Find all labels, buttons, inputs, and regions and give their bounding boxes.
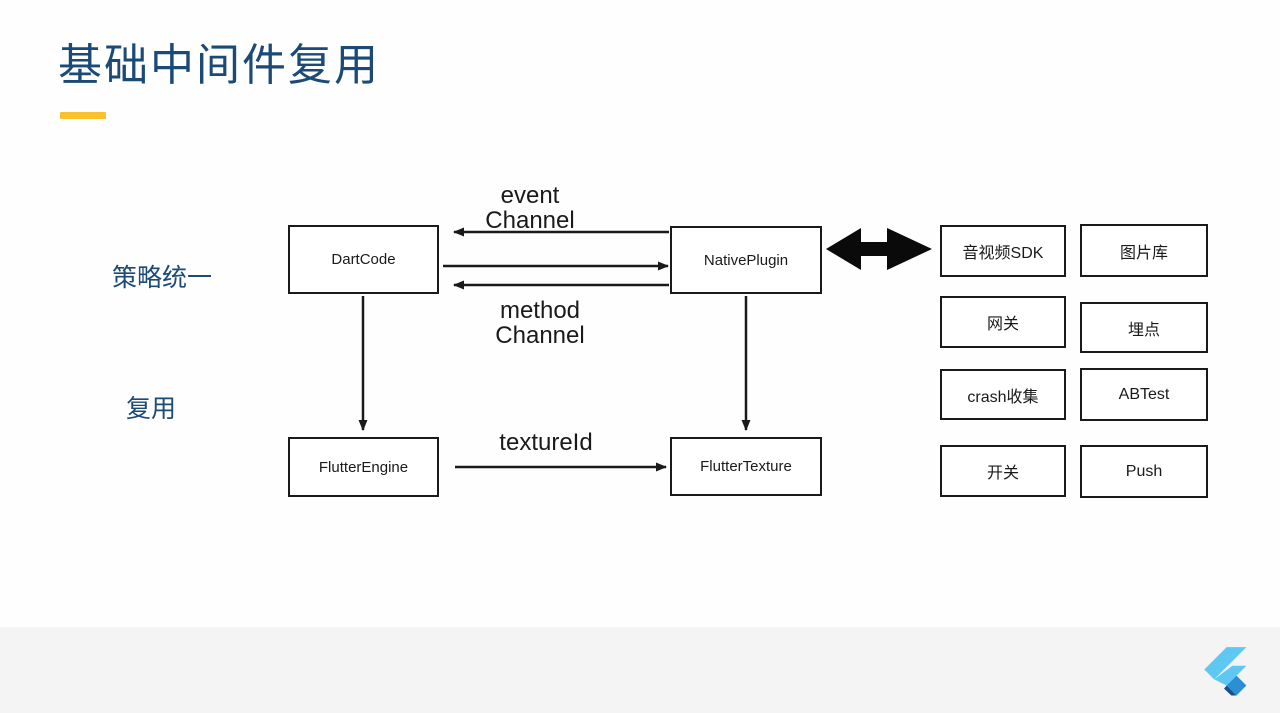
service-box-switch[interactable]: 开关 bbox=[940, 445, 1066, 497]
service-label: 网关 bbox=[986, 316, 1019, 333]
edge-label-texture-id: textureId bbox=[499, 429, 593, 456]
service-label: 音视频SDK bbox=[962, 245, 1044, 262]
section-label-reuse: 复用 bbox=[126, 395, 177, 423]
service-label: crash收集 bbox=[967, 388, 1039, 406]
service-box-av-sdk[interactable]: 音视频SDK bbox=[940, 225, 1066, 277]
section-label-strategy: 策略统一 bbox=[112, 264, 213, 292]
service-box-push[interactable]: Push bbox=[1080, 445, 1208, 498]
node-fluttertexture[interactable]: FlutterTexture bbox=[670, 437, 822, 496]
service-label: 开关 bbox=[986, 465, 1019, 482]
node-nativeplugin[interactable]: NativePlugin bbox=[670, 226, 822, 294]
service-label: 埋点 bbox=[1127, 321, 1160, 339]
node-dartcode-label: DartCode bbox=[331, 251, 396, 268]
bidirectional-arrow bbox=[826, 228, 932, 270]
service-label: ABTest bbox=[1118, 385, 1170, 403]
footer-band bbox=[0, 627, 1280, 713]
edge-label-event-channel: event Channel bbox=[485, 182, 575, 234]
node-fluttertexture-label: FlutterTexture bbox=[700, 458, 792, 475]
service-label: Push bbox=[1125, 462, 1163, 480]
service-box-gateway[interactable]: 网关 bbox=[940, 296, 1066, 348]
service-box-tracking[interactable]: 埋点 bbox=[1080, 302, 1208, 353]
title-accent-bar bbox=[60, 112, 106, 119]
service-box-crash-collection[interactable]: crash收集 bbox=[940, 369, 1066, 420]
edge-label-method-channel: method Channel bbox=[495, 297, 585, 349]
service-box-image-library[interactable]: 图片库 bbox=[1080, 224, 1208, 277]
page-title: 基础中间件复用 bbox=[58, 41, 380, 90]
service-label: 图片库 bbox=[1119, 244, 1168, 262]
flutter-logo-icon bbox=[1204, 647, 1247, 696]
node-flutterengine[interactable]: FlutterEngine bbox=[288, 437, 439, 497]
node-nativeplugin-label: NativePlugin bbox=[703, 251, 789, 269]
service-box-abtest[interactable]: ABTest bbox=[1080, 368, 1208, 421]
node-dartcode[interactable]: DartCode bbox=[288, 225, 439, 294]
node-flutterengine-label: FlutterEngine bbox=[318, 458, 409, 476]
